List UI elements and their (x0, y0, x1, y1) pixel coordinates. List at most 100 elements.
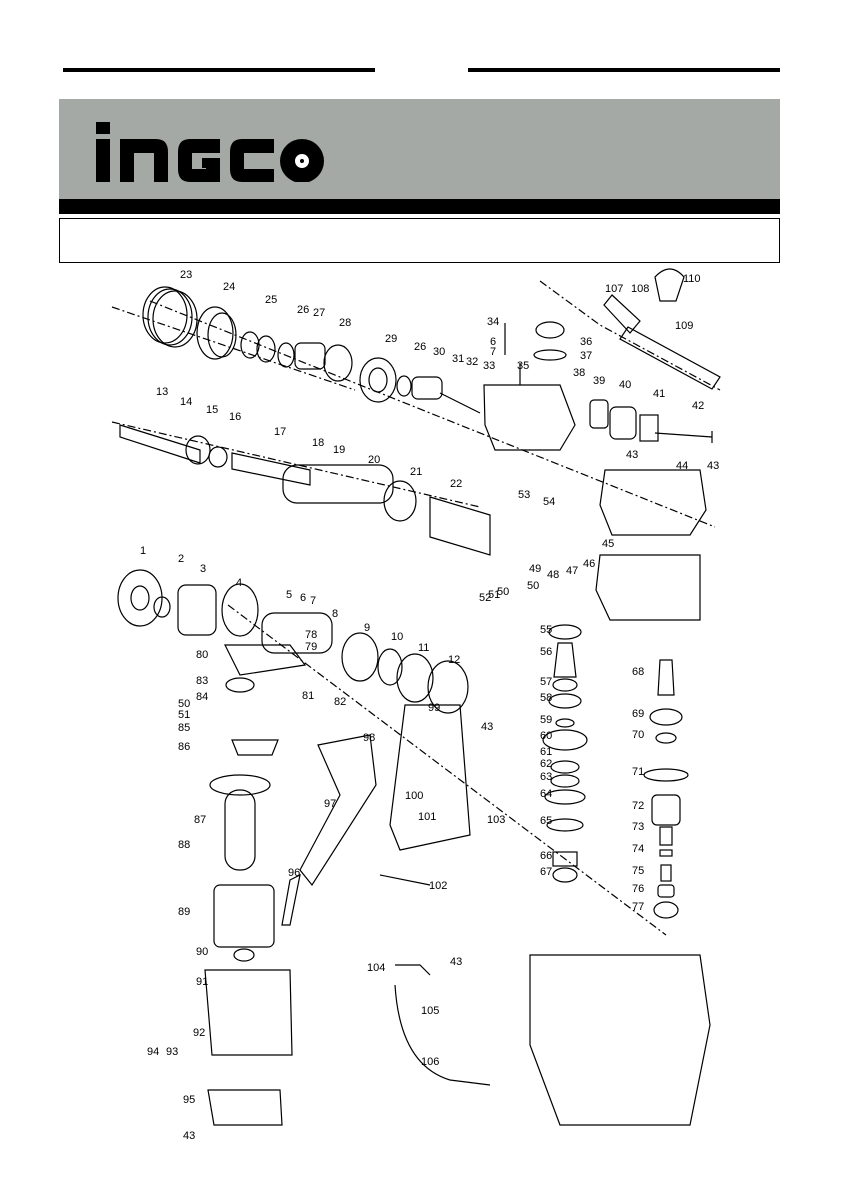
part-label-94: 94 (147, 1046, 159, 1058)
part-label-99: 99 (428, 702, 440, 714)
part-label-63: 63 (540, 771, 552, 783)
part-label-81: 81 (302, 690, 314, 702)
part-spring-23 (142, 286, 188, 344)
part-bearing-83 (225, 677, 255, 693)
part-bearing-36 (535, 321, 565, 339)
part-label-6: 6 (300, 592, 306, 604)
part-ring-26b (396, 375, 412, 397)
part-tube-22 (429, 496, 491, 556)
part-label-15: 15 (206, 404, 218, 416)
part-label-64: 64 (540, 788, 552, 800)
part-pins-34-35 (504, 323, 521, 385)
part-handle-99 (389, 704, 471, 851)
part-label-106: 106 (421, 1056, 439, 1068)
part-label-23: 23 (180, 269, 192, 281)
part-label-108: 108 (631, 283, 649, 295)
part-label-82: 82 (334, 696, 346, 708)
part-ring-25 (240, 331, 260, 359)
part-label-91: 91 (196, 976, 208, 988)
ingco-logo (96, 122, 324, 182)
part-label-110: 110 (683, 273, 701, 285)
part-baffle-86 (231, 739, 279, 756)
part-label-30: 30 (433, 346, 445, 358)
part-bolt-42 (654, 431, 713, 443)
part-seal-40 (609, 406, 637, 440)
part-plate-64 (544, 789, 586, 805)
part-ring-59 (555, 718, 575, 728)
part-label-38: 38 (573, 367, 585, 379)
part-label-102: 102 (429, 880, 447, 892)
part-label-14: 14 (180, 396, 192, 408)
part-label-59: 59 (540, 714, 552, 726)
part-label-51: 51 (488, 589, 500, 601)
part-pin-75 (660, 864, 672, 882)
part-label-103: 103 (487, 814, 505, 826)
part-bearing-58 (548, 693, 582, 709)
part-label-4: 4 (236, 577, 242, 589)
part-label-44: 44 (676, 460, 688, 472)
part-label-9: 9 (364, 622, 370, 634)
part-circlip-28 (323, 344, 353, 382)
top-rule-right (468, 68, 780, 72)
part-rod-32 (439, 392, 481, 414)
part-label-32: 32 (466, 356, 478, 368)
part-label-53: 53 (518, 489, 530, 501)
part-ring-2 (153, 596, 171, 618)
part-nut-66 (552, 851, 578, 867)
part-label-57: 57 (540, 676, 552, 688)
part-label-67: 67 (540, 866, 552, 878)
part-label-3: 3 (200, 563, 206, 575)
part-label-100: 100 (405, 790, 423, 802)
part-label-78: 78 (305, 629, 317, 641)
part-drawings (111, 268, 721, 1126)
part-label-109: 109 (675, 320, 693, 332)
part-spring-4 (221, 583, 259, 637)
part-spring-39 (589, 399, 609, 429)
part-label-75: 75 (632, 865, 644, 877)
part-label-27: 27 (313, 307, 325, 319)
guide-line-5 (539, 280, 721, 391)
part-label-8: 8 (332, 608, 338, 620)
part-housing-38 (483, 384, 576, 451)
guide-line-3 (149, 300, 716, 528)
part-label-48: 48 (547, 569, 559, 581)
part-label-84: 84 (196, 691, 208, 703)
part-bearing-55 (548, 624, 582, 640)
part-label-31: 31 (452, 353, 464, 365)
part-label-89: 89 (178, 906, 190, 918)
part-clamp-104 (395, 964, 431, 976)
part-label-1: 1 (140, 545, 146, 557)
part-spring-73 (659, 826, 673, 846)
part-label-10: 10 (391, 631, 403, 643)
part-label-61: 61 (540, 746, 552, 758)
part-label-43: 43 (481, 721, 493, 733)
part-label-49: 49 (529, 563, 541, 575)
part-washer-62 (550, 760, 580, 774)
part-label-55: 55 (540, 624, 552, 636)
part-label-45: 45 (602, 538, 614, 550)
part-label-77: 77 (632, 901, 644, 913)
part-circlip-10 (377, 648, 403, 686)
part-sleeve-24 (196, 306, 234, 360)
part-label-7: 7 (310, 595, 316, 607)
part-armature-87 (224, 789, 256, 871)
part-ring-57 (552, 678, 578, 692)
part-label-50: 50 (178, 698, 190, 710)
part-label-37: 37 (580, 350, 592, 362)
part-label-16: 16 (229, 411, 241, 423)
part-washer-65 (546, 818, 584, 832)
brand-black-bar (59, 199, 780, 214)
part-depth-110 (654, 268, 685, 302)
part-label-93: 93 (166, 1046, 178, 1058)
part-ring-63 (550, 774, 580, 788)
part-label-39: 39 (593, 375, 605, 387)
part-label-28: 28 (339, 317, 351, 329)
assembled-tool (529, 954, 711, 1126)
part-label-5: 5 (286, 589, 292, 601)
part-label-86: 86 (178, 741, 190, 753)
part-clamp-108 (603, 294, 641, 334)
part-ring-11 (396, 653, 434, 703)
part-label-79: 79 (305, 641, 317, 653)
part-label-22: 22 (450, 478, 462, 490)
